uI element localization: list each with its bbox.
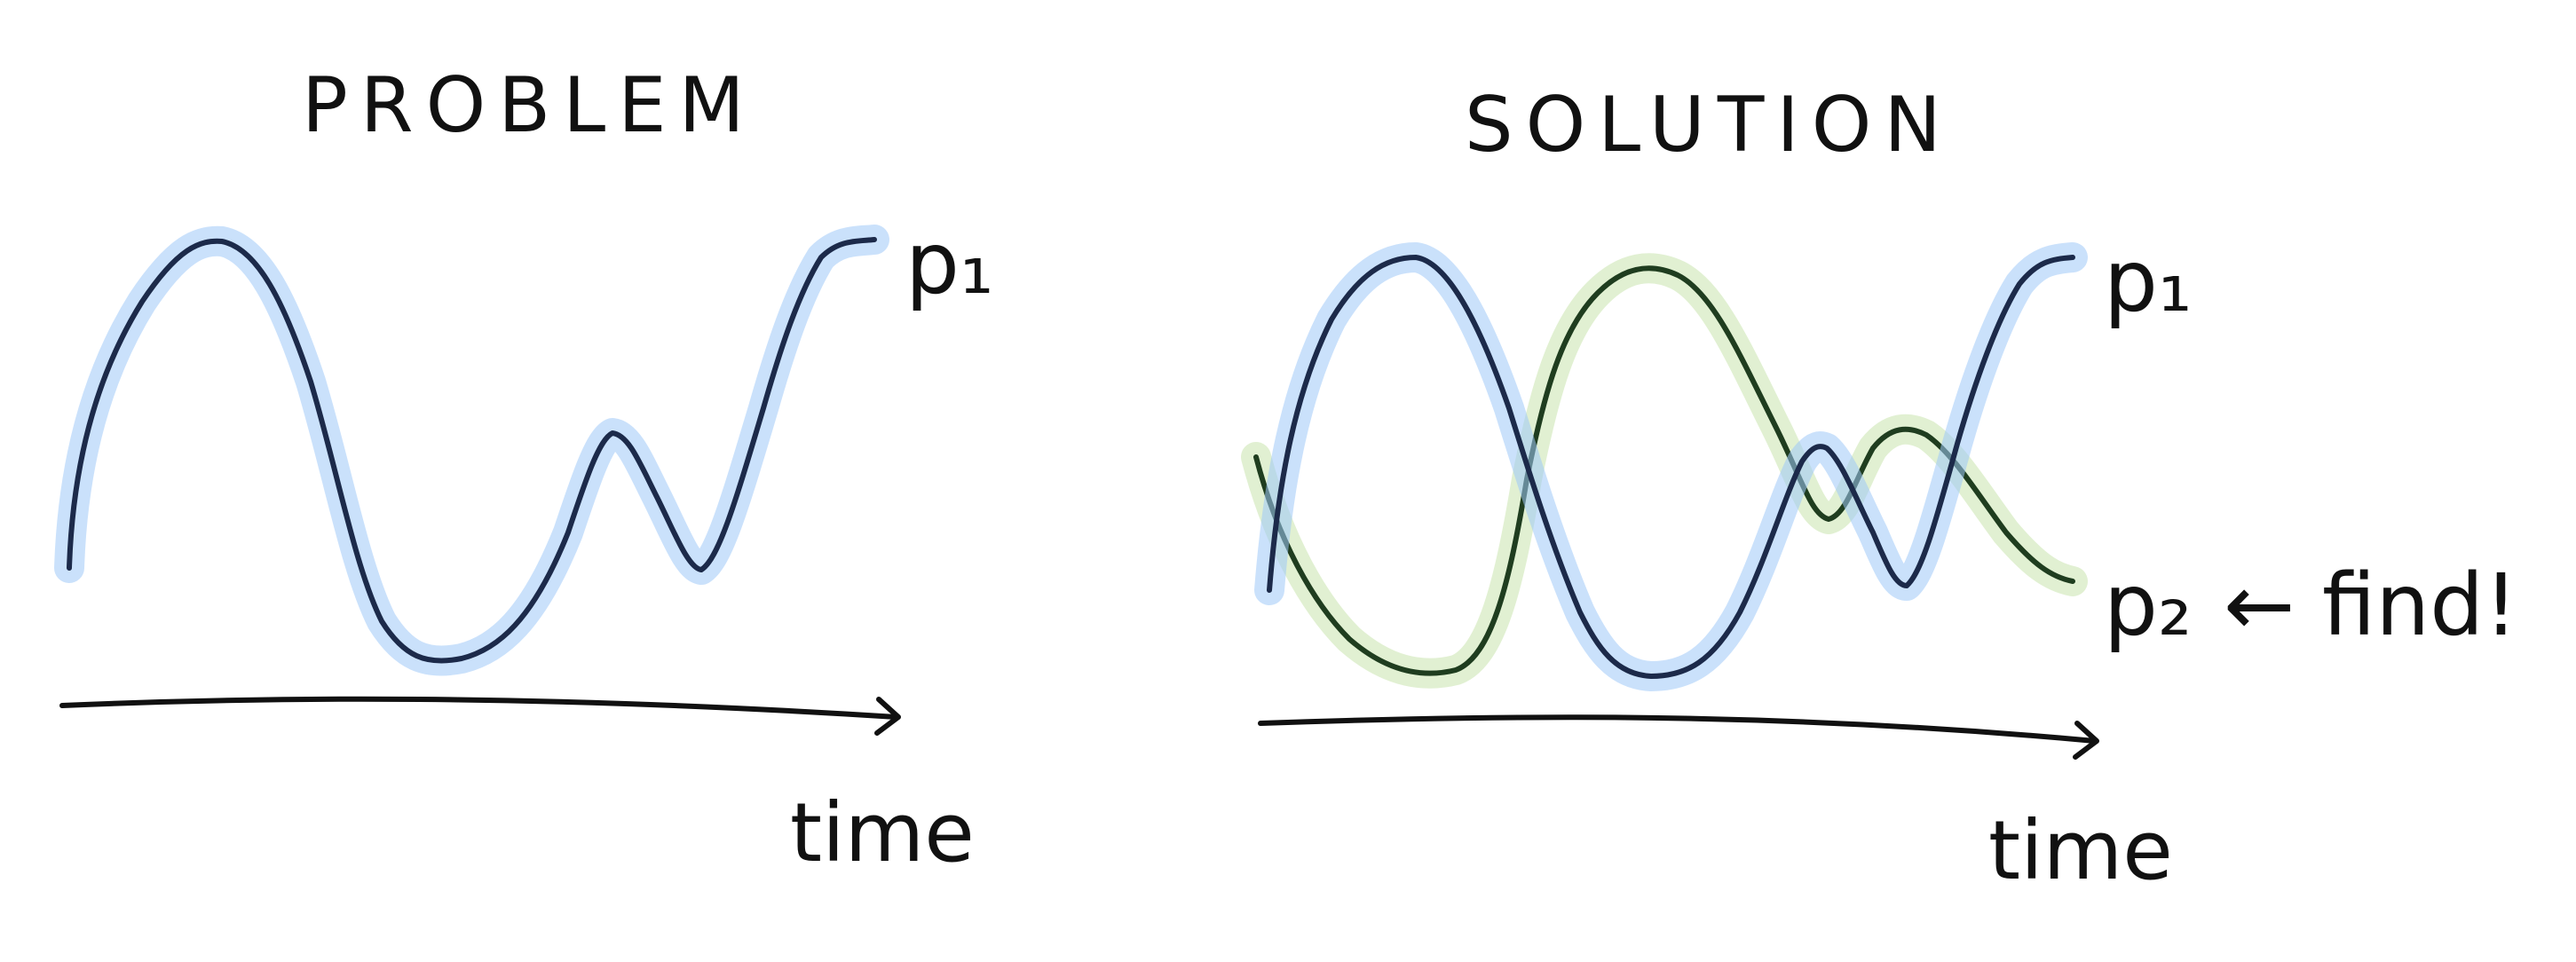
p2-curve [1253,265,2075,676]
p1-label-left: p₁ [905,214,993,313]
time-axis-right [1258,714,2098,744]
time-axis-left [59,696,899,720]
p1-curve-right [1267,255,2075,679]
problem-panel: PROBLEM time p₁ [54,61,993,880]
p1-highlight-left [54,225,889,676]
problem-title: PROBLEM [302,61,757,150]
solution-title: SOLUTION [1465,81,1954,170]
time-label-right: time [1988,803,2173,898]
p1-curve-left [67,237,877,664]
time-axis-arrowhead-right [2073,721,2099,760]
p1-label-right: p₁ [2104,232,2192,331]
solution-panel: SOLUTION time p₁ p₂ ← find! [1241,81,2518,898]
p2-label: p₂ [2104,556,2192,655]
find-annotation: ← find! [2224,556,2518,655]
time-axis-arrowhead-left [874,697,901,736]
time-label-left: time [790,785,975,880]
